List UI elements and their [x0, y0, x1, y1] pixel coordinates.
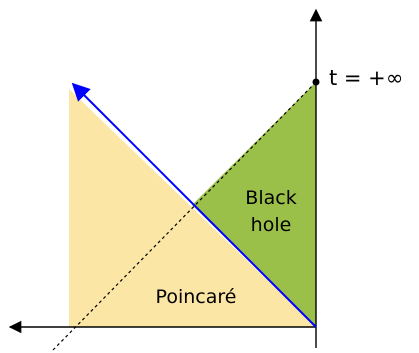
- blue-boundary-arrow: [71, 82, 317, 328]
- infinity-point: [312, 78, 320, 86]
- poincare-label: Poincaré: [156, 286, 237, 308]
- black-hole-label-line1: Black: [245, 187, 296, 209]
- black-hole-region: [192, 82, 316, 327]
- t-infinity-label: t = +∞: [329, 66, 403, 90]
- dashed-diagonal-line: [52, 81, 317, 351]
- black-hole-label-line2: hole: [251, 214, 292, 236]
